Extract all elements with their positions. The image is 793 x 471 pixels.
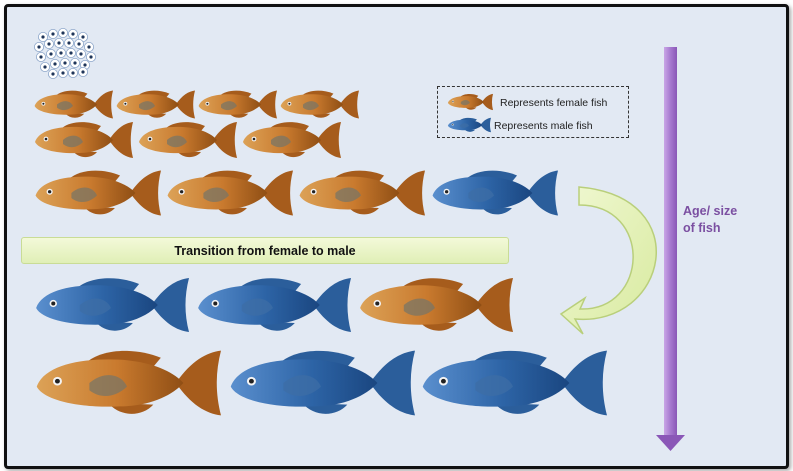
female-fish	[35, 122, 133, 158]
fish-egg-embryo	[79, 52, 83, 56]
female-fish	[299, 170, 425, 216]
fish-rows	[34, 90, 607, 416]
legend-female-label: Represents female fish	[500, 97, 608, 109]
fish-egg-embryo	[63, 61, 67, 65]
legend-swatches	[447, 93, 493, 133]
fish-egg-embryo	[43, 65, 47, 69]
female-fish	[167, 170, 293, 216]
fish-egg-embryo	[81, 35, 85, 39]
age-size-axis-label: Age/ size of fish	[683, 203, 763, 237]
axis-label-line2: of fish	[683, 221, 721, 235]
fish-egg-embryo	[61, 31, 65, 35]
fish-egg-embryo	[49, 52, 53, 56]
fish-egg-embryo	[47, 42, 51, 46]
legend-male-label: Represents male fish	[494, 120, 593, 132]
female-fish	[243, 122, 341, 158]
female-fish	[34, 90, 113, 119]
age-size-axis-arrow	[656, 47, 685, 451]
fish-egg-embryo	[53, 62, 57, 66]
fish-egg-embryo	[73, 61, 77, 65]
male-fish	[422, 350, 607, 416]
fish-egg-embryo	[87, 45, 91, 49]
diagram-frame: Represents female fish Represents male f…	[4, 4, 789, 469]
legend-male-fish-icon	[447, 117, 491, 133]
transition-banner-text: Transition from female to male	[174, 243, 356, 258]
fish-egg-embryo	[57, 41, 61, 45]
fish-egg-embryo	[71, 32, 75, 36]
female-fish	[360, 278, 513, 332]
fish-eggs-cluster	[33, 27, 97, 80]
fish-egg-embryo	[67, 41, 71, 45]
legend-box: Represents female fish Represents male f…	[437, 86, 629, 138]
male-fish	[198, 278, 351, 332]
female-fish	[198, 90, 277, 119]
fish-egg-embryo	[39, 55, 43, 59]
male-fish	[36, 278, 189, 332]
female-fish	[280, 90, 359, 119]
legend-female-fish-icon	[447, 93, 493, 111]
fish-egg-embryo	[83, 63, 87, 67]
fish-egg-embryo	[89, 55, 93, 59]
fish-egg-embryo	[61, 71, 65, 75]
female-fish	[139, 122, 237, 158]
female-fish	[36, 350, 221, 416]
axis-label-line1: Age/ size	[683, 204, 738, 218]
fish-egg-embryo	[81, 70, 85, 74]
fish-egg-embryo	[77, 42, 81, 46]
fish-egg-embryo	[59, 51, 63, 55]
fish-egg-embryo	[41, 35, 45, 39]
male-fish	[432, 170, 558, 216]
transition-banner: Transition from female to male	[21, 237, 509, 264]
female-fish	[116, 90, 195, 119]
fish-egg-embryo	[51, 32, 55, 36]
female-fish	[35, 170, 161, 216]
fish-egg-embryo	[69, 51, 73, 55]
transition-curved-arrow	[559, 186, 657, 335]
fish-egg-embryo	[37, 45, 41, 49]
male-fish	[230, 350, 415, 416]
diagram-canvas	[33, 27, 685, 451]
fish-egg-embryo	[71, 71, 75, 75]
fish-egg-embryo	[51, 72, 55, 76]
